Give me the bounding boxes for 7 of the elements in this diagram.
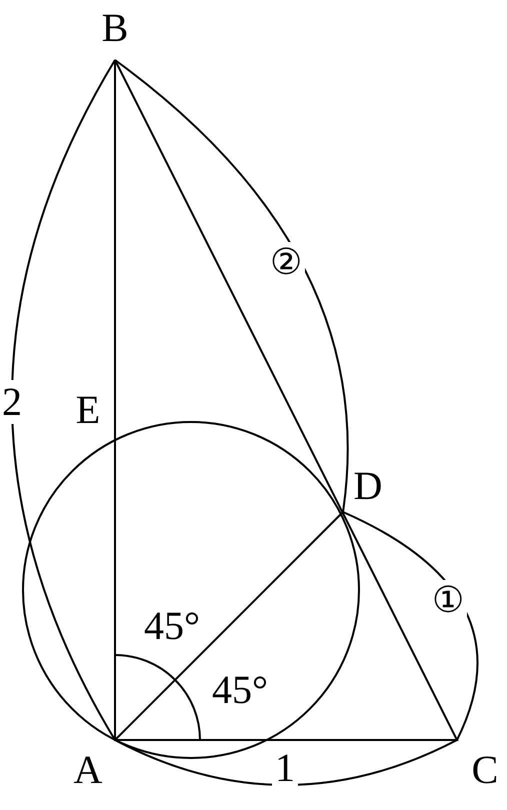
angle-label: 45° [212, 670, 268, 710]
point-label: E [76, 390, 100, 430]
point-label: B [102, 8, 128, 48]
point-label: A [74, 750, 102, 790]
point-label: D [354, 466, 382, 506]
angle-label: 45° [144, 606, 200, 646]
point-label: C [472, 750, 498, 790]
